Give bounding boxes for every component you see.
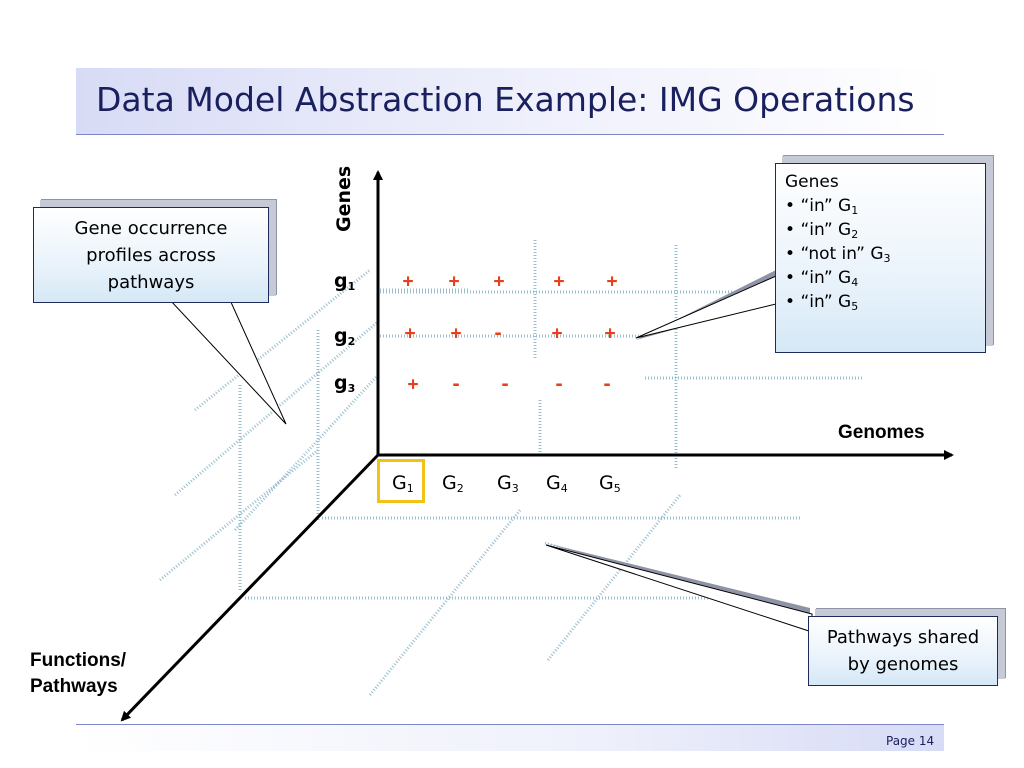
genome-label-G4: G4: [546, 472, 568, 495]
highlight-genome-g1: [377, 459, 425, 503]
callout-bottom-line2: by genomes: [847, 654, 959, 675]
occurrence-mark: +: [493, 271, 505, 292]
occurrence-mark: +: [407, 374, 419, 395]
gene-label-g2: g2: [334, 325, 356, 348]
callout-left-line2: profiles across: [86, 245, 216, 266]
occurrence-mark: +: [404, 323, 416, 344]
list-item: “in” G5: [785, 290, 985, 314]
genome-label-G5: G5: [599, 472, 621, 495]
occurrence-mark: +: [553, 271, 565, 292]
genome-label-G3: G3: [497, 472, 519, 495]
slide-title: Data Model Abstraction Example: IMG Oper…: [96, 80, 915, 119]
occurrence-mark: -: [492, 323, 504, 344]
occurrence-mark: +: [551, 323, 563, 344]
callout-left-line3: pathways: [107, 272, 195, 293]
callout-left-line1: Gene occurrence: [74, 218, 228, 239]
page-number: Page 14: [886, 734, 935, 748]
pathways-axis-line: [120, 453, 380, 722]
callout-pointer-left: [168, 299, 287, 425]
gene-label-g1: g1: [334, 270, 356, 293]
genomes-axis-label: Genomes: [838, 422, 925, 443]
callout-right-list: “in” G1 “in” G2 “not in” G3 “in” G4 “in”…: [785, 194, 985, 314]
occurrence-mark: +: [448, 271, 460, 292]
callout-genes-in-genomes: Genes “in” G1 “in” G2 “not in” G3 “in” G…: [775, 163, 986, 353]
functions-pathways-axis-label: Functions/ Pathways: [30, 648, 126, 700]
title-band: [76, 68, 944, 135]
callout-gene-occurrence-profiles: Gene occurrence profiles across pathways: [33, 207, 269, 303]
genes-axis-label: Genes: [333, 165, 355, 232]
callout-right-heading: Genes: [785, 172, 839, 192]
functions-label-line1: Functions/: [30, 650, 127, 671]
genome-label-G2: G2: [442, 472, 464, 495]
list-item: “not in” G3: [785, 242, 985, 266]
occurrence-mark: -: [499, 374, 511, 395]
grid-plane-lines: [159, 240, 862, 696]
callout-pathways-shared: Pathways shared by genomes: [808, 616, 998, 686]
occurrence-mark: -: [601, 374, 613, 395]
callout-pointer-right: [635, 268, 780, 340]
occurrence-mark: +: [450, 323, 462, 344]
occurrence-mark: -: [553, 374, 565, 395]
occurrence-mark: -: [450, 374, 462, 395]
callout-pointer-bottom: [545, 543, 813, 633]
footer-band: [76, 724, 944, 751]
gene-label-g3: g3: [334, 372, 356, 395]
list-item: “in” G2: [785, 218, 985, 242]
occurrence-mark: +: [606, 271, 618, 292]
occurrence-mark: +: [604, 323, 616, 344]
list-item: “in” G4: [785, 266, 985, 290]
list-item: “in” G1: [785, 194, 985, 218]
functions-label-line2: Pathways: [30, 676, 118, 697]
callout-bottom-line1: Pathways shared: [826, 627, 980, 648]
genome-label-G1: G1: [392, 472, 414, 495]
occurrence-mark: +: [402, 271, 414, 292]
